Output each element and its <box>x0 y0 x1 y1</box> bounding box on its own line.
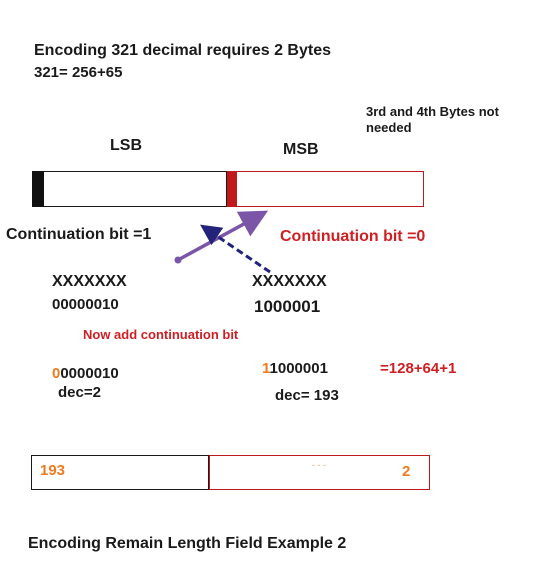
result-byte2-value: 2 <box>402 463 411 480</box>
msb-label: MSB <box>283 141 319 158</box>
decomposition-equation: 321= 256+65 <box>34 64 123 81</box>
bytes-not-needed-note: 3rd and 4th Bytes not needed <box>366 104 499 135</box>
add-continuation-note: Now add continuation bit <box>83 327 239 342</box>
lsb-final-bits: 00000010 <box>52 365 119 382</box>
msb-final-rest: 1000001 <box>269 360 328 377</box>
lsb-label: LSB <box>110 137 142 154</box>
msb-continuation-label: Continuation bit =0 <box>280 228 426 245</box>
lsb-decimal-value: dec=2 <box>58 384 101 401</box>
msb-value-bits: 1000001 <box>254 297 321 316</box>
lsb-placeholder-bits: XXXXXXX <box>52 273 127 290</box>
msb-continuation-bit-marker <box>227 171 237 207</box>
msb-continuation-digit: 1 <box>262 360 270 377</box>
lsb-continuation-digit: 0 <box>52 365 61 382</box>
diagram-caption: Encoding Remain Length Field Example 2 <box>28 535 347 552</box>
diagram-title: Encoding 321 decimal requires 2 Bytes <box>34 42 332 59</box>
msb-final-bits: 11000001 <box>262 360 328 377</box>
msb-pointer-arrow <box>177 210 269 262</box>
lsb-continuation-label: Continuation bit =1 <box>6 226 152 243</box>
lsb-final-rest: 0000010 <box>60 365 119 382</box>
msb-placeholder-bits: XXXXXXX <box>252 273 327 290</box>
msb-byte-box <box>227 171 424 207</box>
msb-sum-expression: =128+64+1 <box>380 360 457 377</box>
lsb-pointer-arrow <box>200 224 271 274</box>
result-byte1-box <box>31 455 209 490</box>
result-separator-dots: - - - <box>312 460 326 470</box>
result-byte2-box <box>209 455 430 490</box>
lsb-byte-box <box>32 171 227 207</box>
result-byte1-value: 193 <box>40 462 66 479</box>
msb-decimal-value: dec= 193 <box>275 387 339 404</box>
lsb-continuation-bit-marker <box>32 171 44 207</box>
msb-pointer-origin-dot <box>174 256 182 264</box>
lsb-value-bits: 00000010 <box>52 296 119 313</box>
